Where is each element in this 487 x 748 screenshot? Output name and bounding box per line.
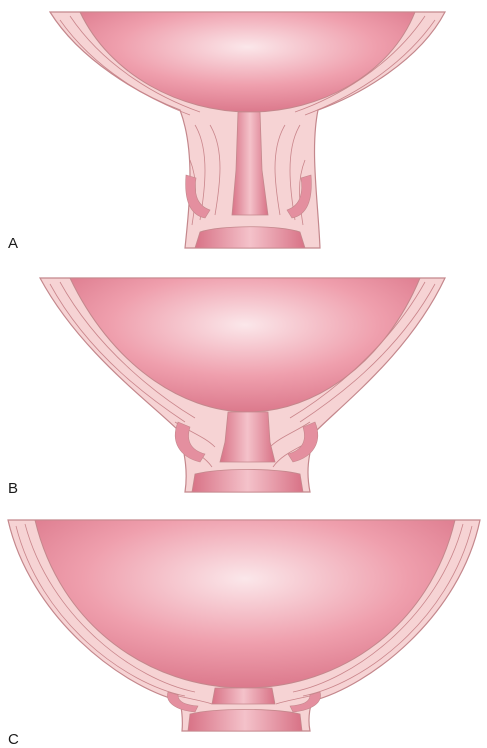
cervical-canal [220, 412, 275, 462]
uterine-cavity [70, 278, 420, 412]
external-os [192, 470, 303, 493]
panel-label-a: A [8, 236, 18, 251]
external-os [195, 227, 305, 248]
panel-label-b: B [8, 481, 18, 496]
cervical-canal [212, 688, 275, 704]
uterine-cavity [80, 12, 415, 112]
external-os [188, 710, 302, 732]
panel-c-illustration [0, 516, 487, 736]
panel-a-illustration [0, 0, 487, 260]
panel-label-c: C [8, 732, 19, 747]
uterine-cavity [35, 520, 455, 688]
panel-b-illustration [0, 272, 487, 512]
